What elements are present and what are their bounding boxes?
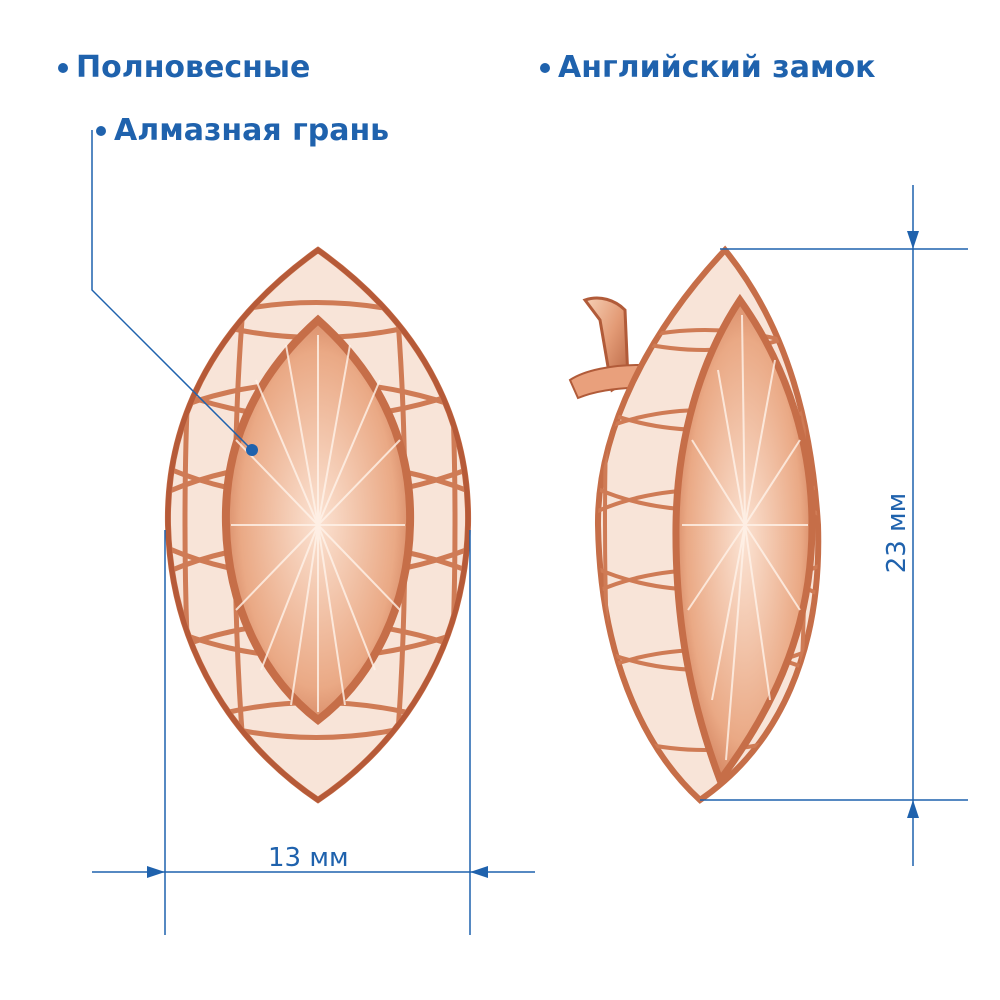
arrow-left-icon: [470, 866, 488, 878]
callout-dot-icon: [246, 444, 258, 456]
diamond-cut-leader: [91, 130, 253, 451]
bullet-icon: [540, 62, 550, 73]
width-dimension-label: 13 мм: [268, 843, 349, 873]
arrow-down-icon: [907, 231, 919, 249]
earring-front: [164, 246, 472, 804]
width-dimension: [92, 530, 535, 935]
bullet-icon: [96, 125, 106, 136]
feature-diamond-cut-label: Алмазная грань: [114, 113, 390, 148]
height-dimension: [700, 185, 968, 866]
side-diamond-cut-rays: [682, 314, 808, 761]
height-dimension-label: 23 мм: [882, 492, 912, 574]
earring-side: [568, 245, 822, 804]
feature-full-weight: Полновесные: [58, 50, 310, 85]
feature-english-lock: Английский замок: [540, 50, 875, 85]
diamond-cut-rays: [231, 335, 405, 712]
feature-english-lock-label: Английский замок: [558, 50, 876, 85]
arrow-up-icon: [907, 800, 919, 818]
feature-full-weight-label: Полновесные: [76, 50, 311, 85]
feature-diamond-cut: Алмазная грань: [96, 113, 389, 148]
arrow-right-icon: [147, 866, 165, 878]
bullet-icon: [58, 62, 68, 73]
